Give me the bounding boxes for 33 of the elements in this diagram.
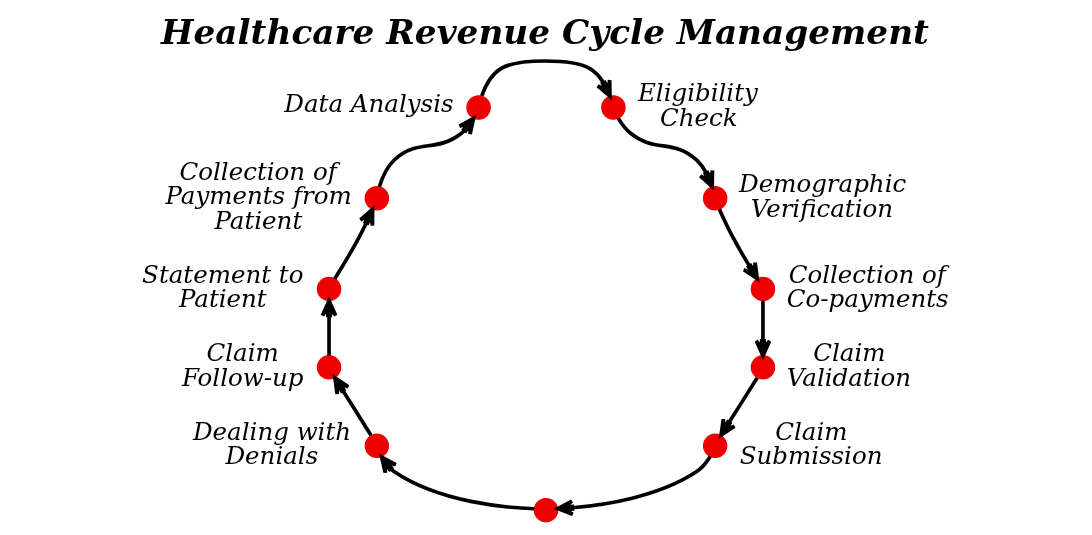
node-circle: [316, 276, 342, 302]
node-circle: [702, 433, 728, 459]
node-label: Statement to Patient: [142, 259, 304, 314]
node-label: Dealing with Denials: [193, 416, 352, 471]
node-label: Collection of Payments from Patient: [165, 156, 352, 235]
node-label: Demographic Verification: [739, 169, 907, 223]
arrow: [555, 455, 712, 517]
node-circle: [364, 185, 390, 211]
node-label: Claim Follow-up: [181, 338, 304, 392]
arrow: [320, 298, 338, 356]
node-circle: [316, 355, 342, 380]
node-circle: [702, 185, 728, 211]
arrow: [379, 455, 535, 511]
arrow: [333, 376, 373, 437]
node-label: Claim Submission: [739, 416, 883, 471]
node-circle: [750, 276, 776, 302]
node-label: Eligibility Check: [637, 78, 758, 132]
diagram-title: Healthcare Revenue Cycle Management: [161, 12, 929, 53]
arrow: [754, 300, 772, 358]
node-circle: [533, 497, 559, 523]
arrow: [333, 207, 375, 280]
node-circle: [466, 95, 491, 120]
node-label: Claim Validation: [786, 338, 912, 392]
arrow: [480, 59, 612, 99]
arrow: [616, 117, 715, 189]
node-circle: [750, 355, 776, 380]
node-circle: [364, 433, 390, 459]
node-label: Data Analysis: [284, 89, 454, 119]
node-label: Collection of Co-payments: [786, 259, 949, 314]
arrow: [719, 376, 759, 438]
arrow: [377, 116, 476, 188]
arrow: [717, 208, 760, 281]
node-circle: [601, 95, 626, 120]
